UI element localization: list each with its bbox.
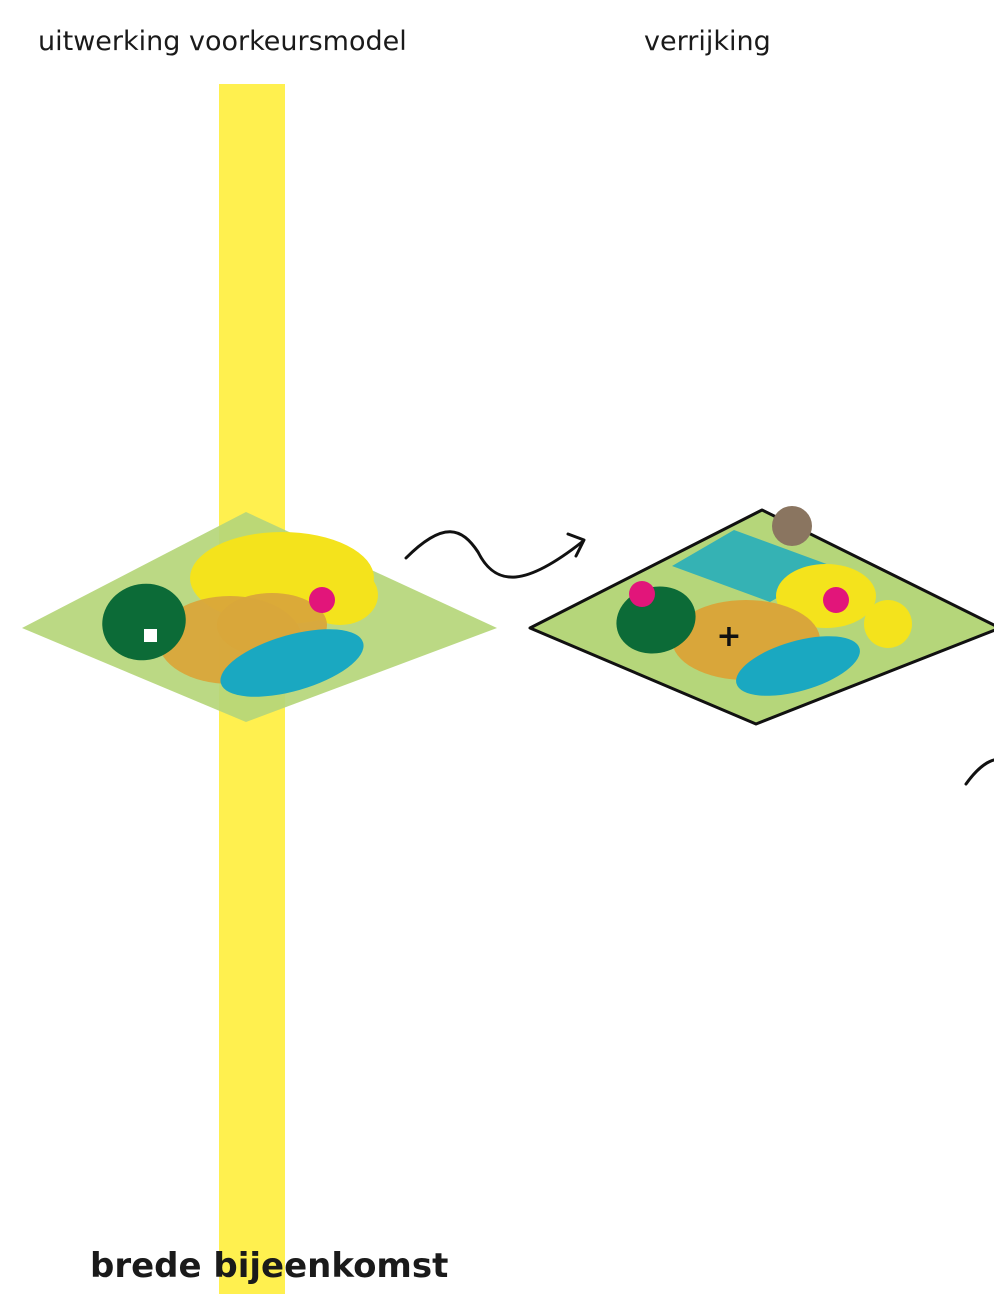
- heading-enrichment: verrijking: [644, 26, 771, 57]
- squiggle-arrow: [404, 530, 584, 579]
- yellow-circle-right: [864, 600, 912, 648]
- label-broad-meeting: brede bijeenkomst: [90, 1246, 449, 1286]
- dark-green-zone-left: [102, 583, 186, 661]
- plan-enrichment: +: [528, 506, 994, 726]
- heading-preferred-model: uitwerking voorkeursmodel: [38, 26, 407, 57]
- plus-symbol: +: [716, 619, 741, 654]
- white-square-marker: [144, 629, 157, 642]
- magenta-dot-right-a: [629, 581, 655, 607]
- partial-arrow-right: [964, 758, 994, 786]
- brown-circle: [772, 506, 812, 546]
- plan-preferred-model: [22, 512, 497, 722]
- arrow-head: [566, 532, 586, 558]
- magenta-dot-left: [309, 587, 335, 613]
- cyan-zone-left: [220, 629, 364, 697]
- magenta-dot-right-b: [823, 587, 849, 613]
- cyan-zone-right: [736, 636, 860, 696]
